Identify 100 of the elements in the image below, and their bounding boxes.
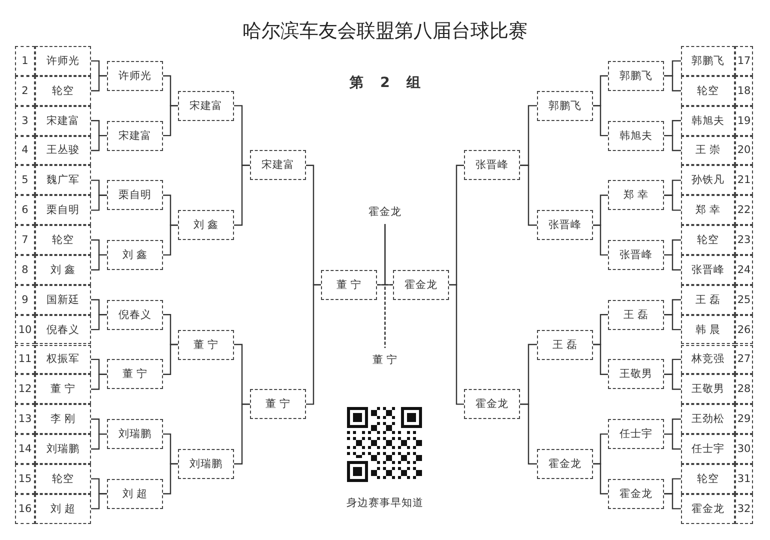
- winner-box: 任士宇: [608, 419, 664, 450]
- seed-number-cell: 24: [735, 254, 753, 285]
- bracket-line: [664, 75, 681, 92]
- winner-box: 宋建富: [250, 150, 306, 180]
- bracket-line: [234, 164, 250, 226]
- bracket-line: [91, 254, 107, 270]
- seed-number-cell: 14: [15, 434, 35, 464]
- player-name-cell: 李 刚: [35, 404, 91, 434]
- player-name-cell: 刘瑞鹏: [35, 434, 91, 464]
- seed-number-cell: 19: [735, 106, 753, 136]
- bracket-line: [664, 493, 681, 510]
- bracket-line: [306, 284, 321, 405]
- bracket-line: [91, 134, 107, 152]
- player-name-cell: 郭鹏飞: [681, 46, 735, 76]
- bracket-line: [593, 344, 608, 375]
- seed-number-cell: 1: [15, 46, 35, 76]
- seed-number-cell: 3: [15, 106, 35, 136]
- bracket-line: [449, 284, 464, 405]
- winner-box: 宋建富: [107, 120, 163, 151]
- bracket-line: [664, 374, 681, 390]
- player-name-cell: 宋建富: [35, 106, 91, 136]
- winner-box: 董 宁: [107, 359, 163, 390]
- seed-number-cell: 10: [15, 314, 35, 344]
- seed-number-cell: 15: [15, 464, 35, 494]
- player-name-cell: 王 磊: [681, 284, 735, 315]
- seed-number-cell: 23: [735, 225, 753, 255]
- winner-box: 许师光: [107, 60, 163, 91]
- bracket-line: [520, 404, 537, 464]
- player-name-cell: 林竞强: [681, 344, 735, 374]
- player-name-cell: 王 崇: [681, 136, 735, 166]
- winner-box: 霍金龙: [464, 389, 520, 420]
- seed-number-cell: 5: [15, 165, 35, 196]
- title: 哈尔滨车友会联盟第八届台球比赛: [242, 19, 528, 44]
- winner-box: 霍金龙: [537, 448, 593, 479]
- bracket-line: [91, 194, 107, 211]
- winner-box: 倪春义: [107, 300, 163, 330]
- winner-box: 王 磊: [537, 330, 593, 360]
- seed-number-cell: 27: [735, 344, 753, 374]
- winner-box: 刘 超: [107, 478, 163, 509]
- finalist-name: 霍金龙: [355, 203, 415, 221]
- bracket-line: [593, 463, 608, 494]
- seed-number-cell: 9: [15, 284, 35, 315]
- player-name-cell: 刘 超: [35, 494, 91, 524]
- player-name-cell: 孙铁凡: [681, 165, 735, 196]
- seed-number-cell: 22: [735, 195, 753, 226]
- bracket-line: [91, 75, 107, 92]
- bracket-line: [384, 224, 393, 286]
- seed-number-cell: 4: [15, 136, 35, 166]
- player-name-cell: 王丛骏: [35, 136, 91, 166]
- winner-box: 董 宁: [250, 389, 306, 420]
- winner-box: 霍金龙: [393, 270, 449, 300]
- seed-number-cell: 26: [735, 314, 753, 344]
- seed-number-cell: 16: [15, 494, 35, 524]
- winner-box: 董 宁: [321, 270, 377, 300]
- winner-box: 张晋峰: [608, 240, 664, 270]
- seed-number-cell: 30: [735, 434, 753, 464]
- winner-box: 刘 鑫: [178, 210, 234, 240]
- player-name-cell: 韩旭夫: [681, 106, 735, 136]
- winner-box: 刘瑞鹏: [178, 448, 234, 479]
- seed-number-cell: 20: [735, 136, 753, 166]
- seed-number-cell: 29: [735, 404, 753, 434]
- seed-number-cell: 12: [15, 374, 35, 404]
- bracket-line: [163, 105, 178, 136]
- player-name-cell: 许师光: [35, 46, 91, 76]
- bracket-line: [91, 374, 107, 390]
- bracket-line: [664, 433, 681, 450]
- bracket-line: [384, 284, 393, 348]
- player-name-cell: 轮空: [35, 464, 91, 494]
- player-name-cell: 权振军: [35, 344, 91, 374]
- seed-number-cell: 25: [735, 284, 753, 315]
- seed-number-cell: 7: [15, 225, 35, 255]
- bracket-line: [91, 493, 107, 510]
- group-heading: 第 2 组: [348, 74, 422, 92]
- player-name-cell: 刘 鑫: [35, 254, 91, 285]
- seed-number-cell: 8: [15, 254, 35, 285]
- player-name-cell: 王劲松: [681, 404, 735, 434]
- seed-number-cell: 6: [15, 195, 35, 226]
- winner-box: 王敬男: [608, 359, 664, 390]
- bracket-line: [163, 344, 178, 375]
- winner-box: 宋建富: [178, 90, 234, 121]
- player-name-cell: 郑 幸: [681, 195, 735, 226]
- winner-box: 张晋峰: [537, 210, 593, 240]
- player-name-cell: 任士宇: [681, 434, 735, 464]
- finalist-name: 董 宁: [355, 351, 415, 369]
- player-name-cell: 张晋峰: [681, 254, 735, 285]
- winner-box: 霍金龙: [608, 478, 664, 509]
- bracket-line: [163, 463, 178, 494]
- bracket-line: [664, 314, 681, 330]
- player-name-cell: 栗自明: [35, 195, 91, 226]
- winner-box: 张晋峰: [464, 150, 520, 180]
- player-name-cell: 国新廷: [35, 284, 91, 315]
- bracket-line: [520, 164, 537, 226]
- player-name-cell: 轮空: [35, 76, 91, 106]
- player-name-cell: 轮空: [35, 225, 91, 255]
- winner-box: 郭鹏飞: [537, 90, 593, 121]
- bracket-line: [593, 105, 608, 136]
- seed-number-cell: 18: [735, 76, 753, 106]
- player-name-cell: 轮空: [681, 464, 735, 494]
- seed-number-cell: 13: [15, 404, 35, 434]
- winner-box: 董 宁: [178, 330, 234, 360]
